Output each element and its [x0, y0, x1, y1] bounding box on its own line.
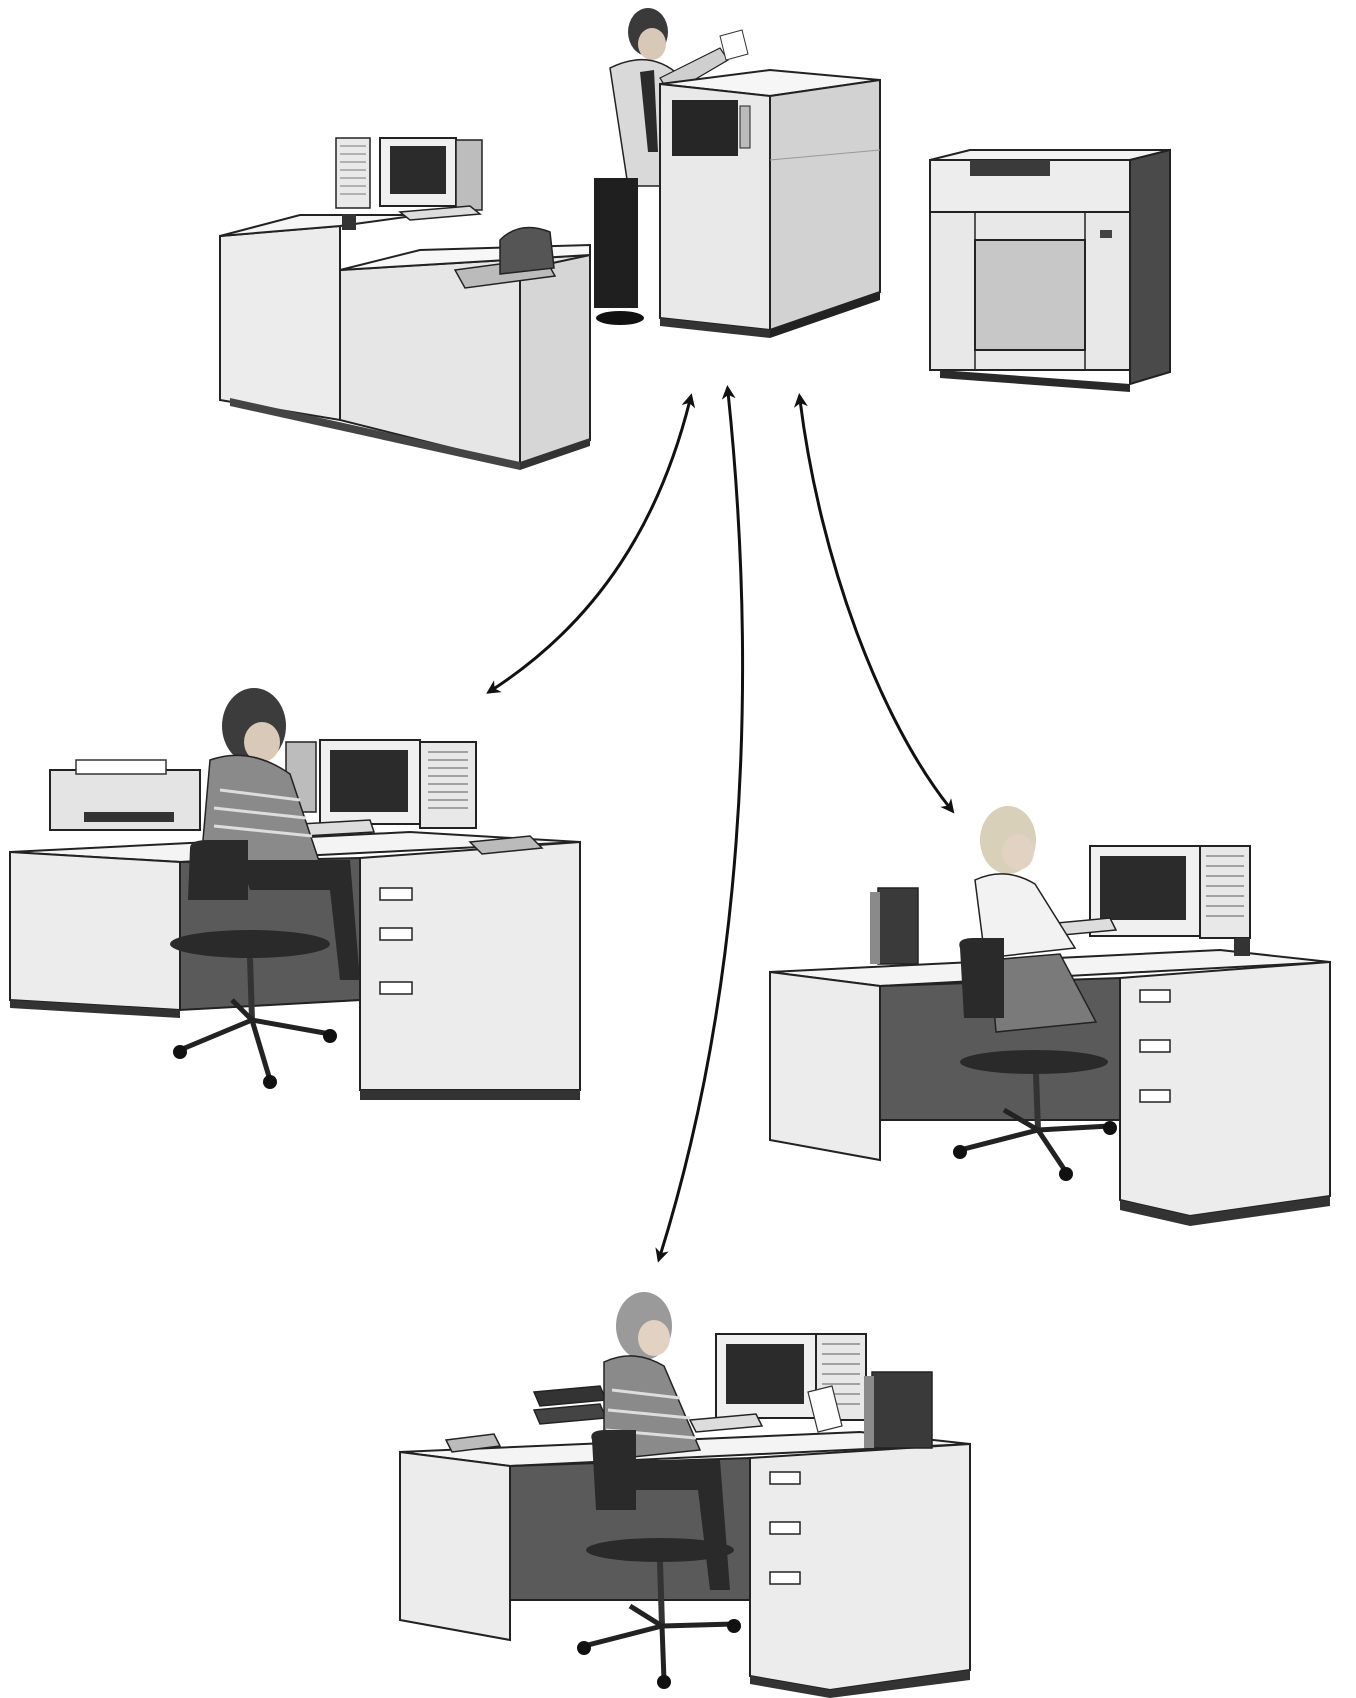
double-arrow-icon [660, 392, 743, 1256]
central-processor-icon [660, 70, 880, 338]
central-system [220, 8, 1170, 470]
terminal-workstation-icon [10, 688, 580, 1100]
mainframe-console-icon [220, 138, 590, 470]
terminal-workstation-icon [770, 806, 1330, 1226]
double-arrow-icon [800, 400, 950, 808]
terminal-workstation-icon [400, 1292, 970, 1698]
line-printer-icon [930, 150, 1170, 392]
connection-arrows [492, 392, 950, 1256]
